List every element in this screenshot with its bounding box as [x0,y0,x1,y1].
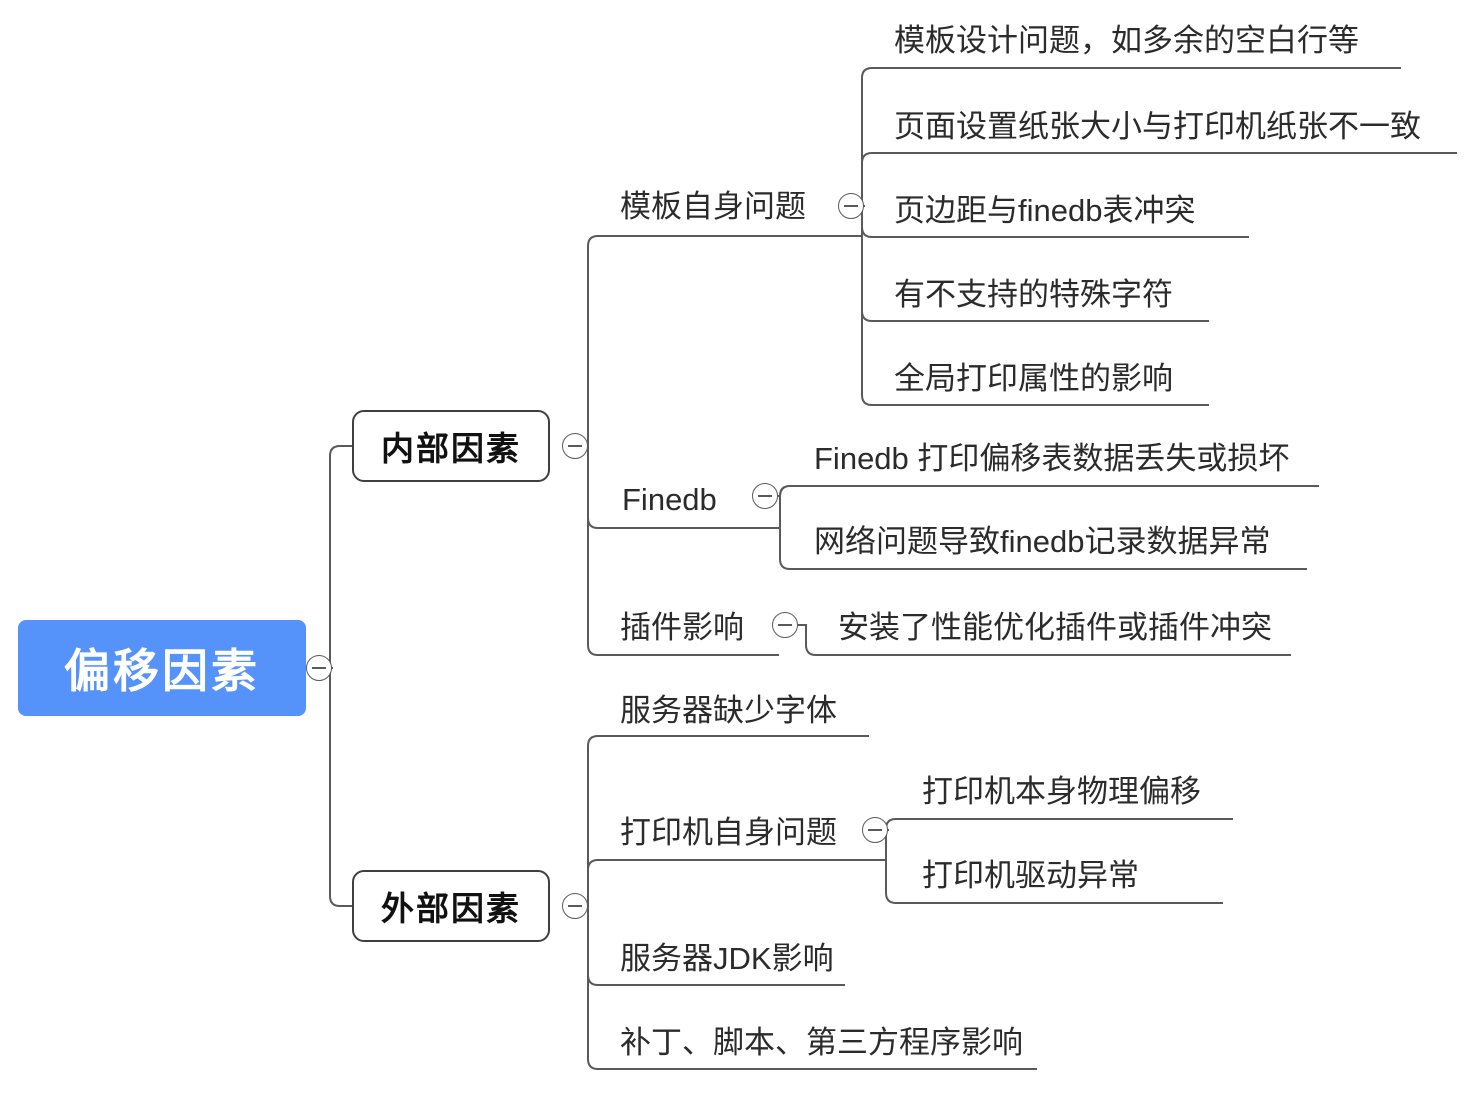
leaf-node-internal-2-0[interactable]: 安装了性能优化插件或插件冲突 [838,601,1280,649]
leaf-node-internal-0-1[interactable]: 页面设置纸张大小与打印机纸张不一致 [894,100,1421,148]
topic-node-internal-0[interactable]: 模板自身问题 [620,180,816,228]
topic-collapse-toggle-internal-0[interactable] [838,193,864,219]
leaf-node-external-1-1[interactable]: 打印机驱动异常 [922,849,1152,897]
topic-node-internal-1[interactable]: Finedb [622,472,746,520]
topic-node-internal-0-label: 模板自身问题 [620,189,806,224]
topic-node-external-1-label: 打印机自身问题 [620,815,837,850]
root-node-label: 偏移因素 [64,645,260,697]
leaf-node-internal-0-3[interactable]: 有不支持的特殊字符 [894,268,1180,316]
leaf-node-internal-1-0-label: Finedb 打印偏移表数据丢失或损坏 [814,441,1290,476]
leaf-node-internal-0-4[interactable]: 全局打印属性的影响 [894,352,1180,400]
leaf-node-internal-0-1-label: 页面设置纸张大小与打印机纸张不一致 [894,109,1421,144]
leaf-node-internal-1-1[interactable]: 网络问题导致finedb记录数据异常 [814,515,1292,563]
leaf-node-internal-1-0[interactable]: Finedb 打印偏移表数据丢失或损坏 [814,432,1296,480]
leaf-node-internal-0-4-label: 全局打印属性的影响 [894,361,1173,396]
leaf-node-internal-0-0[interactable]: 模板设计问题，如多余的空白行等 [894,14,1366,62]
root-node[interactable]: 偏移因素 [18,620,306,716]
leaf-node-internal-2-0-label: 安装了性能优化插件或插件冲突 [838,610,1272,645]
branch-node-external-label: 外部因素 [381,890,521,927]
branch-collapse-toggle-external[interactable] [562,893,588,919]
topic-node-internal-1-label: Finedb [622,482,717,517]
topic-collapse-toggle-internal-2[interactable] [772,612,798,638]
branch-node-internal-label: 内部因素 [381,430,521,467]
topic-node-external-0-label: 服务器缺少字体 [620,693,837,728]
leaf-node-external-1-0-label: 打印机本身物理偏移 [922,774,1201,809]
leaf-node-internal-0-2-label: 页边距与finedb表冲突 [894,193,1196,228]
topic-node-internal-2[interactable]: 插件影响 [620,601,750,649]
topic-node-external-2-label: 服务器JDK影响 [620,941,834,976]
topic-node-external-3[interactable]: 补丁、脚本、第三方程序影响 [620,1016,1026,1064]
leaf-node-internal-1-1-label: 网络问题导致finedb记录数据异常 [814,524,1271,559]
branch-node-external[interactable]: 外部因素 [352,870,550,942]
topic-node-external-3-label: 补丁、脚本、第三方程序影响 [620,1025,1023,1060]
leaf-node-external-1-0[interactable]: 打印机本身物理偏移 [922,765,1210,813]
topic-node-external-2[interactable]: 服务器JDK影响 [620,932,838,980]
topic-collapse-toggle-internal-1[interactable] [752,483,778,509]
leaf-node-external-1-1-label: 打印机驱动异常 [922,858,1139,893]
topic-node-internal-2-label: 插件影响 [620,610,744,645]
branch-collapse-toggle-internal[interactable] [562,433,588,459]
leaf-node-internal-0-3-label: 有不支持的特殊字符 [894,277,1173,312]
topic-node-external-1[interactable]: 打印机自身问题 [620,806,846,854]
branch-node-internal[interactable]: 内部因素 [352,410,550,482]
leaf-node-internal-0-0-label: 模板设计问题，如多余的空白行等 [894,23,1359,58]
leaf-node-internal-0-2[interactable]: 页边距与finedb表冲突 [894,184,1212,232]
root-collapse-toggle[interactable] [306,655,332,681]
topic-collapse-toggle-external-1[interactable] [862,817,888,843]
topic-node-external-0[interactable]: 服务器缺少字体 [620,684,846,732]
